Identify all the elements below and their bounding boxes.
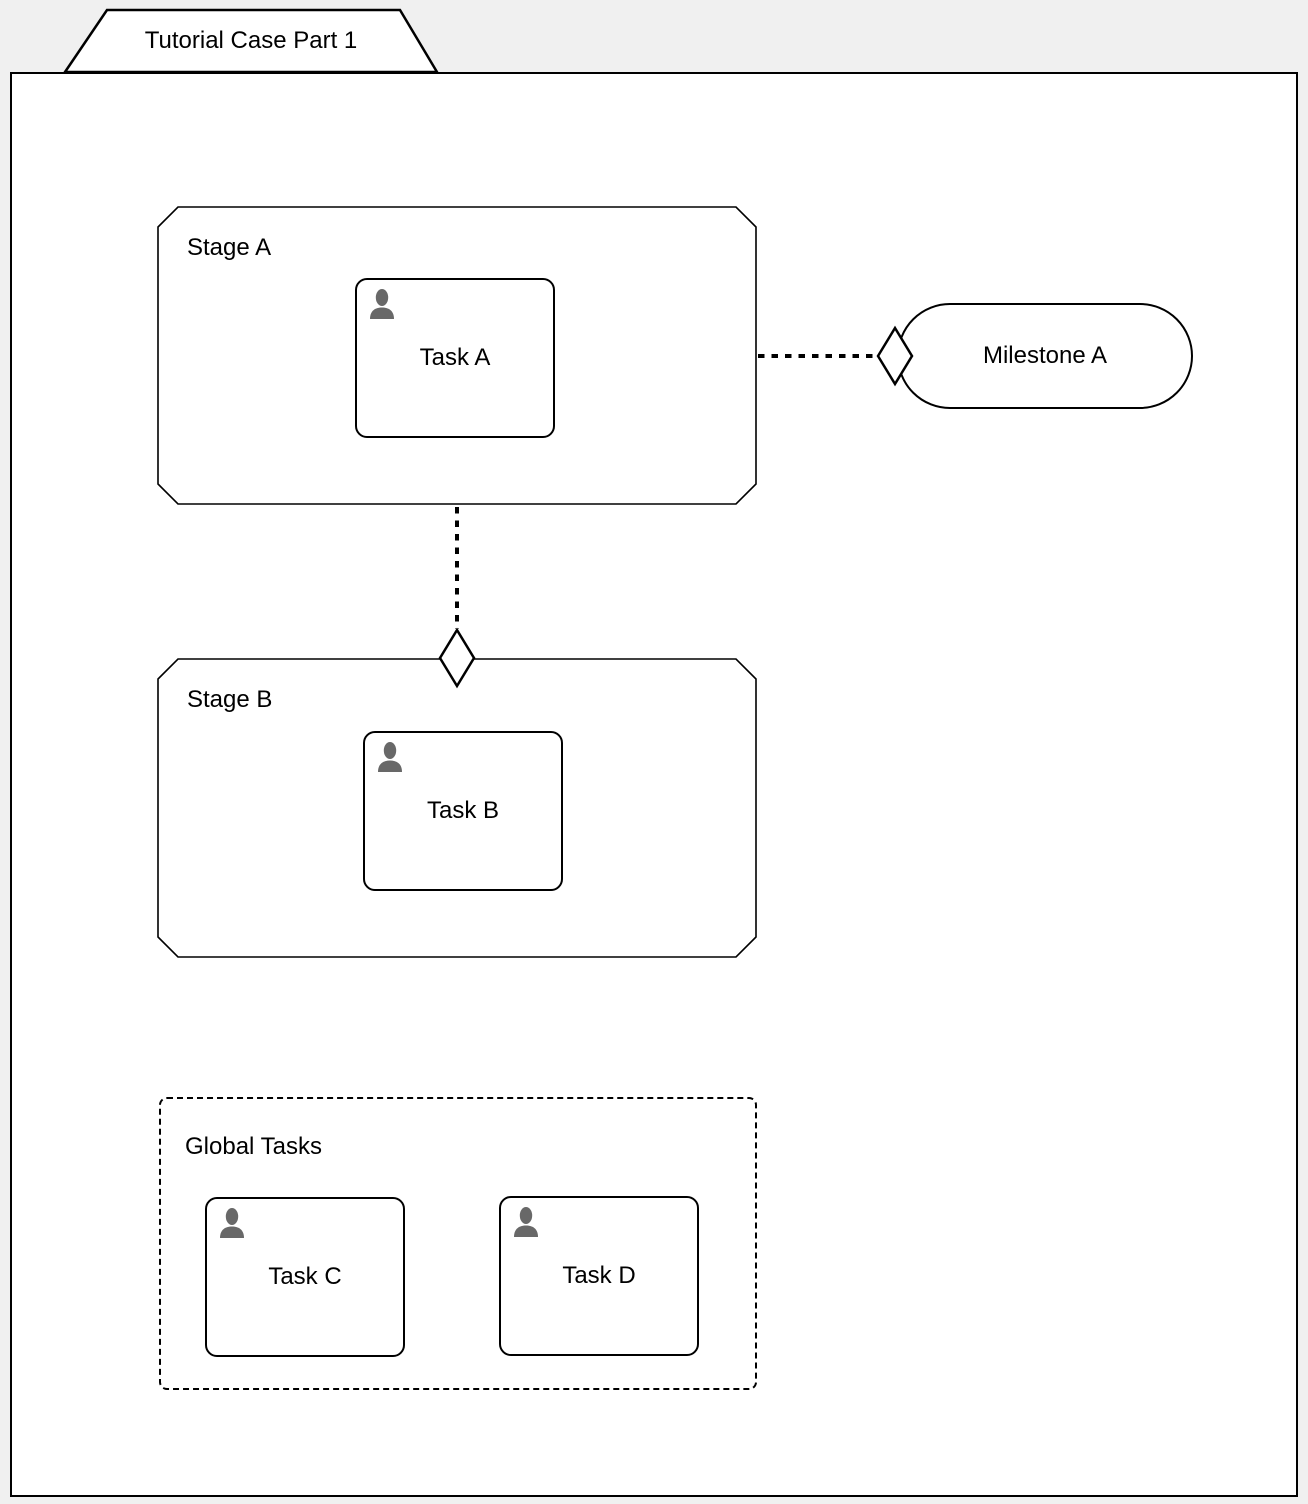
stage-a[interactable]: Stage A Task A: [157, 206, 757, 505]
task-c-label: Task C: [268, 1263, 342, 1290]
global-tasks-label: Global Tasks: [185, 1133, 322, 1160]
case-title: Tutorial Case Part 1: [144, 27, 358, 54]
stage-a-label: Stage A: [187, 234, 272, 261]
task-d-label: Task D: [562, 1262, 636, 1289]
human-task-person-icon: [370, 289, 394, 319]
entry-criterion-diamond-stage-b[interactable]: [438, 627, 476, 689]
stage-b-label: Stage B: [187, 686, 273, 713]
entry-criterion-diamond-milestone-a[interactable]: [876, 325, 914, 387]
task-b-label: Task B: [426, 797, 500, 824]
stage-b[interactable]: Stage B Task B: [157, 658, 757, 958]
task-c[interactable]: Task C: [205, 1197, 405, 1357]
human-task-person-icon: [514, 1207, 538, 1237]
task-a-label: Task A: [419, 344, 491, 371]
case-tab-shape[interactable]: [62, 8, 441, 74]
human-task-person-icon: [378, 742, 402, 772]
task-a[interactable]: Task A: [355, 278, 555, 438]
global-tasks-group[interactable]: Global Tasks Task C Task D: [159, 1097, 757, 1390]
milestone-a-label: Milestone A: [982, 342, 1108, 369]
human-task-person-icon: [220, 1208, 244, 1238]
task-d[interactable]: Task D: [499, 1196, 699, 1356]
task-b[interactable]: Task B: [363, 731, 563, 891]
